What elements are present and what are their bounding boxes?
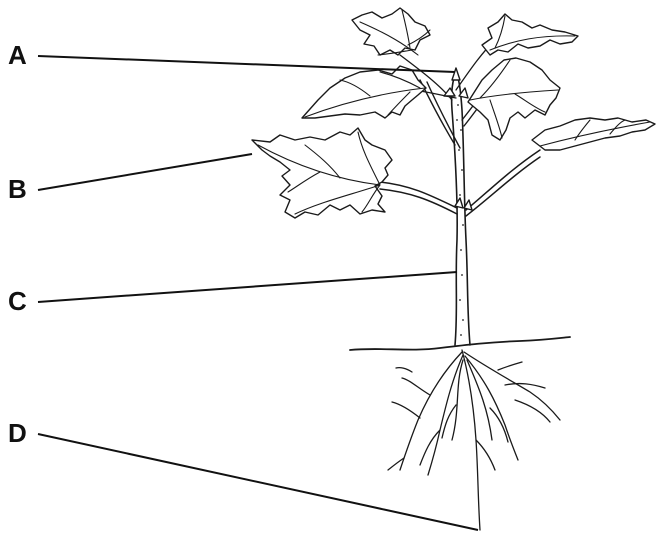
callouts: A B C D [8, 40, 478, 530]
leaf-large-left [252, 128, 392, 218]
leaf-mid-left [302, 66, 426, 118]
leaf-right-upper [468, 58, 560, 140]
callout-label-d: D [8, 418, 27, 448]
callout-label-a: A [8, 40, 27, 70]
leader-line-b [38, 154, 252, 190]
callout-label-b: B [8, 174, 27, 204]
leaf-far-right [532, 118, 655, 150]
root-system [388, 350, 560, 530]
leaf-top-right [482, 14, 578, 55]
leader-line-c [38, 272, 457, 302]
callout-label-c: C [8, 286, 27, 316]
leader-line-d [38, 434, 478, 530]
plant-illustration [252, 8, 655, 530]
apex-bud [444, 68, 472, 210]
leaf-top-left [352, 8, 430, 55]
leader-line-a [38, 56, 455, 72]
soil-line [350, 337, 570, 350]
stem [452, 78, 470, 345]
